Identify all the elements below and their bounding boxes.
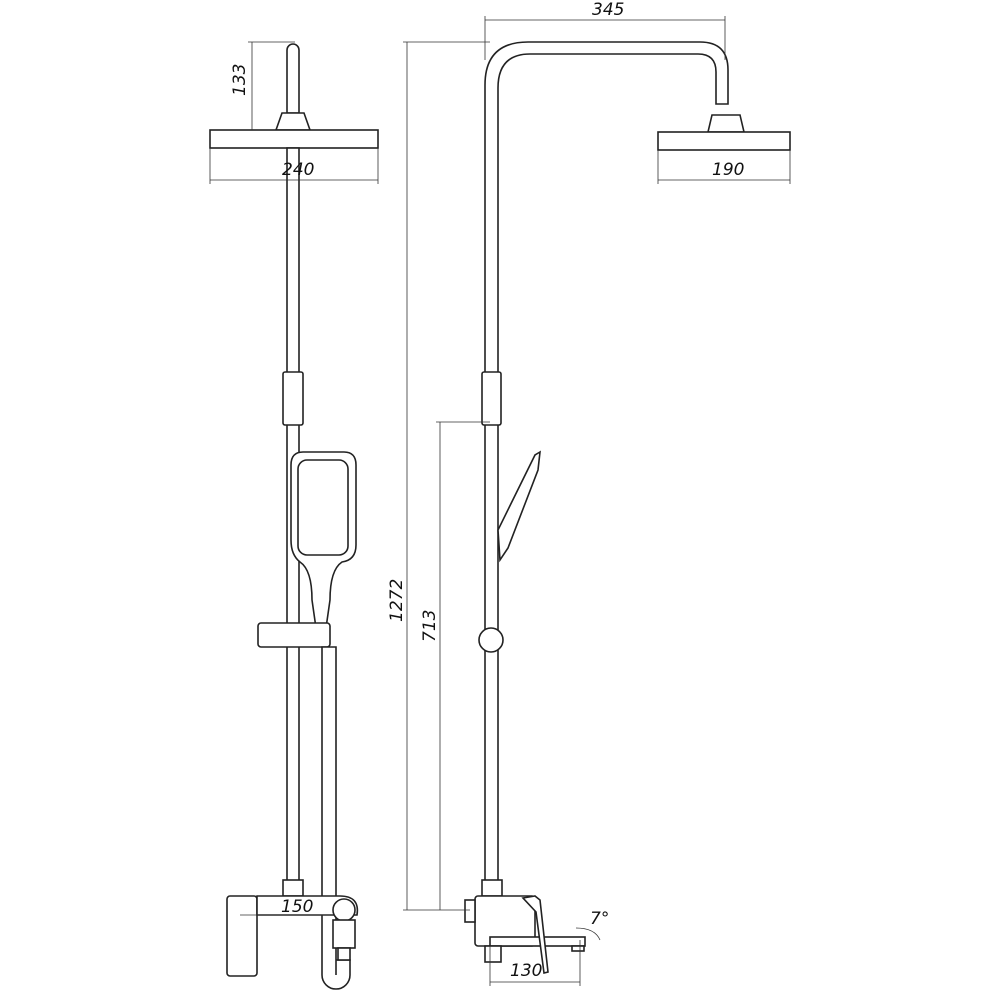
dim-label-150: 150 [281,897,313,917]
dim-arc-7deg [575,927,601,941]
front-view: 133 240 150 [209,41,379,990]
dim-label-1272: 1272 [387,579,407,622]
side-sleeve [481,371,502,426]
dim-label-7deg: 7° [590,909,609,929]
front-hose-connector [332,919,356,949]
front-hose-nut [337,947,351,961]
side-head-connector [706,114,746,133]
dim-label-133: 133 [230,64,250,96]
dim-label-713: 713 [420,610,440,642]
front-shower-head [209,129,379,149]
dim-label-345: 345 [592,0,624,20]
side-shower-head [657,131,791,151]
side-view: 1272 713 345 190 130 7° [387,0,791,986]
dim-label-130: 130 [510,961,542,981]
side-holder-knob [478,627,504,653]
front-escutcheon [226,895,258,977]
front-sleeve [282,371,304,426]
front-hand-shower-face [297,459,349,556]
dim-label-240: 240 [282,160,314,180]
side-lever [521,895,549,974]
side-spout [489,936,586,947]
front-diverter-knob [332,898,356,922]
side-bottom-nut [484,945,502,963]
dim-label-190: 190 [712,160,744,180]
side-riser-arm [484,41,729,894]
front-slide-holder [257,622,331,648]
front-hand-shower [290,451,357,629]
side-wall-nut [464,899,476,923]
front-pipe-nut [282,879,304,897]
side-pipe-nut [481,879,503,897]
side-hand-shower [497,450,541,563]
front-top-stub [286,43,300,114]
side-spout-tip [571,945,585,952]
front-head-connector [274,112,312,131]
